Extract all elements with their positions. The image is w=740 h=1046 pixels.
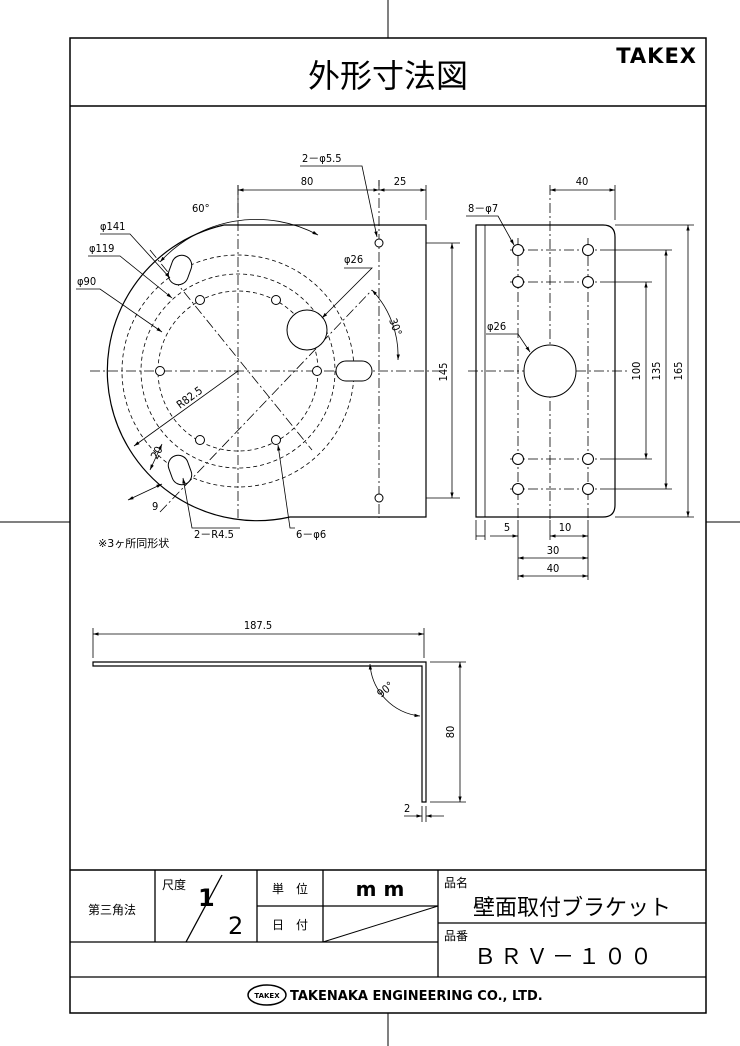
company-logo: TAKEX [247, 984, 287, 1006]
wire-hole [286, 309, 328, 351]
front-view: 80 25 2－φ5.5 60° φ141 φ119 φ90 φ26 30° R… [76, 152, 460, 550]
profile-outline [92, 661, 427, 803]
unit-label: 単 位 [272, 881, 308, 896]
slot [335, 360, 373, 382]
slot [167, 454, 193, 486]
product-name-label: 品名 [444, 875, 468, 890]
side-hole [512, 483, 524, 495]
note-same-shape: ※3ヶ所同形状 [98, 536, 169, 550]
side-dim-40-bottom: 40 [547, 562, 560, 575]
side-hole [582, 276, 594, 288]
dim-hole-6: 6－φ6 [296, 528, 326, 541]
mount-hole [374, 493, 384, 503]
side-dim-100: 100 [630, 362, 643, 381]
front-plate-outline [106, 224, 427, 522]
bolt-hole [195, 435, 205, 445]
dim-hole-5-5: 2－φ5.5 [302, 152, 342, 165]
date-label: 日 付 [272, 918, 308, 932]
scale-numerator: 1 [198, 884, 215, 912]
radius-82-5: R82.5 [174, 384, 205, 412]
side-dim-phi-26: φ26 [487, 320, 506, 333]
dim-phi-90: φ90 [77, 275, 96, 288]
dim-phi-119: φ119 [89, 242, 114, 255]
dim-80: 80 [301, 175, 314, 188]
side-view: 40 8－φ7 φ26 100 135 165 [466, 175, 694, 580]
side-hole [582, 453, 594, 465]
dim-9: 9 [152, 500, 158, 513]
side-dim-5: 5 [504, 521, 510, 534]
dim-r-4-5: 2－R4.5 [194, 528, 234, 541]
bolt-hole [271, 295, 281, 305]
unit-value: m m [356, 877, 405, 901]
scale-denominator: 2 [228, 912, 243, 940]
projection-method: 第三角法 [88, 903, 136, 917]
company-name: TAKENAKA ENGINEERING CO., LTD. [290, 989, 543, 1004]
product-number-label: 品番 [444, 929, 468, 943]
side-dim-30: 30 [547, 544, 560, 557]
dim-145: 145 [437, 363, 450, 382]
slot [167, 254, 193, 286]
side-dim-10: 10 [559, 521, 572, 534]
side-dim-40-top: 40 [576, 175, 589, 188]
side-dim-hole-7: 8－φ7 [468, 202, 498, 215]
scale-label: 尺度 [162, 877, 186, 892]
company-logo-text: TAKEX [254, 992, 280, 1000]
brand-logo: TAKEX [616, 44, 697, 68]
side-hole [582, 244, 594, 256]
profile-dim-80: 80 [444, 726, 457, 739]
product-number: ＢＲＶ－１００ [474, 945, 656, 970]
profile-dim-2: 2 [404, 802, 410, 815]
mount-hole [374, 238, 384, 248]
side-plate-outline [475, 224, 616, 518]
bolt-hole [271, 435, 281, 445]
dim-25: 25 [394, 175, 407, 188]
dim-phi-141: φ141 [100, 220, 125, 233]
profile-angle-90: 90° [375, 679, 397, 700]
bolt-hole [195, 295, 205, 305]
drawing-title: 外形寸法図 [308, 57, 468, 95]
angle-30: 30° [386, 317, 404, 338]
product-name: 壁面取付ブラケット [473, 896, 671, 921]
side-hole [512, 276, 524, 288]
side-hole [512, 244, 524, 256]
profile-dim-187-5: 187.5 [244, 619, 272, 632]
side-hole [512, 453, 524, 465]
bolt-hole [312, 366, 322, 376]
sheet-border [69, 37, 707, 1014]
side-hole [582, 483, 594, 495]
side-dim-165: 165 [672, 362, 685, 381]
dim-20: 20 [148, 444, 165, 461]
bolt-hole [155, 366, 165, 376]
side-dim-135: 135 [650, 362, 663, 381]
title-block [70, 870, 706, 978]
side-wire-hole [523, 344, 577, 398]
dim-phi-26: φ26 [344, 253, 363, 266]
profile-view: 187.5 90° 80 2 [92, 619, 466, 822]
angle-60: 60° [192, 202, 210, 215]
